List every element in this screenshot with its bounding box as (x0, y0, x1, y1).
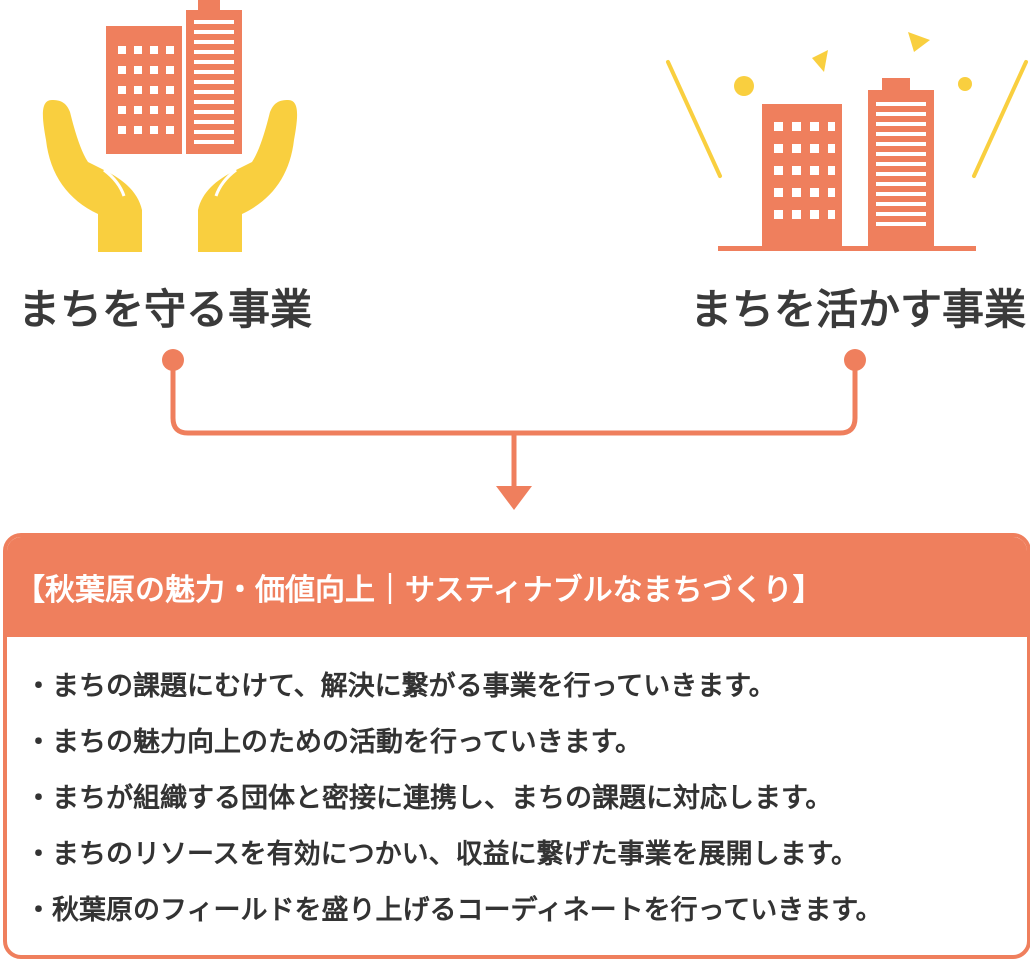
right-building (868, 78, 934, 250)
list-item: ・まちが組織する団体と密接に連携し、まちの課題に対応します。 (25, 783, 833, 814)
left-category-label: まちを守る事業 (18, 285, 313, 334)
list-item: ・まちの課題にむけて、解決に繋がる事業を行っていきます。 (25, 671, 776, 702)
right-hand-icon (198, 100, 298, 252)
list-item: ・秋葉原のフィールドを盛り上げるコーディネートを行っていきます。 (25, 895, 883, 926)
short-building (106, 26, 182, 154)
merge-connector (162, 349, 866, 510)
sparkle-triangle (812, 50, 828, 72)
ground-line (718, 246, 976, 251)
left-hand-icon (42, 100, 142, 252)
down-arrow-icon (496, 486, 532, 510)
sparkle-dot (958, 77, 972, 91)
celebrating-buildings-icon (666, 32, 1028, 251)
list-item: ・まちのリソースを有効につかい、収益に繋げた事業を展開します。 (25, 839, 858, 870)
list-item: ・まちの魅力向上のための活動を行っていきます。 (25, 727, 642, 758)
hands-holding-buildings-icon (42, 0, 298, 252)
left-building (762, 104, 842, 250)
result-panel: 【秋葉原の魅力・価値向上｜サスティナブルなまちづくり】 ・まちの課題にむけて、解… (3, 533, 1030, 959)
panel-title: 【秋葉原の魅力・価値向上｜サスティナブルなまちづくり】 (7, 537, 1027, 637)
panel-list: ・まちの課題にむけて、解決に繋がる事業を行っていきます。 ・まちの魅力向上のため… (7, 637, 1027, 939)
tall-building (186, 0, 242, 154)
right-category-label: まちを活かす事業 (689, 285, 1026, 334)
connector-path (170, 360, 858, 436)
sparkle-dot (734, 76, 754, 96)
sparkle-triangle (908, 32, 930, 52)
